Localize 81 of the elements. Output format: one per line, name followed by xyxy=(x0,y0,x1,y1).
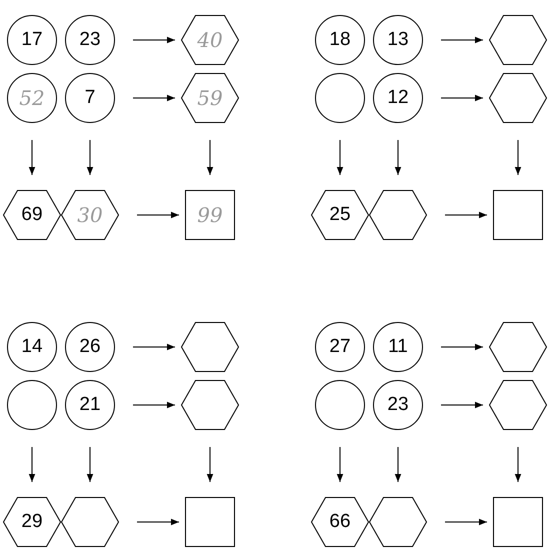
number-hexagon xyxy=(181,322,239,372)
number-text: 23 xyxy=(387,394,409,416)
arrow xyxy=(394,140,402,176)
number-circle xyxy=(7,380,57,430)
number-hexagon xyxy=(61,497,119,547)
number-hexagon xyxy=(3,497,61,547)
arrow xyxy=(440,94,484,102)
number-hexagon xyxy=(369,497,427,547)
number-text: 17 xyxy=(21,29,43,51)
number-hexagon xyxy=(311,497,369,547)
number-circle xyxy=(65,322,115,372)
number-circle xyxy=(315,322,365,372)
number-circle xyxy=(7,322,57,372)
arrow xyxy=(28,446,36,482)
number-circle xyxy=(65,73,115,123)
answer-square xyxy=(493,497,543,547)
number-circle xyxy=(315,380,365,430)
arrow xyxy=(136,518,180,526)
arrow xyxy=(28,140,36,176)
arrow xyxy=(444,212,488,218)
arrow xyxy=(440,402,484,408)
number-text: 7 xyxy=(84,87,96,109)
number-hexagon xyxy=(181,15,239,65)
number-text: 27 xyxy=(329,336,351,358)
number-hexagon xyxy=(369,190,427,240)
number-text: 18 xyxy=(329,29,351,51)
number-circle xyxy=(373,322,423,372)
number-text: 12 xyxy=(387,87,409,109)
arrow xyxy=(132,402,176,408)
arrow xyxy=(136,212,180,218)
number-hexagon xyxy=(181,380,239,430)
arrow xyxy=(206,140,214,176)
number-text: 30 xyxy=(77,203,103,227)
number-hexagon xyxy=(489,73,547,123)
number-hexagon xyxy=(489,322,547,372)
number-circle xyxy=(7,73,57,123)
arrow xyxy=(394,446,402,482)
number-circle xyxy=(373,380,423,430)
number-text: 52 xyxy=(19,86,45,110)
arrow xyxy=(336,446,344,482)
number-text: 14 xyxy=(21,336,43,358)
arrow xyxy=(440,344,484,350)
number-text: 11 xyxy=(388,336,408,358)
number-circle xyxy=(7,15,57,65)
number-text: 69 xyxy=(21,204,43,226)
number-text: 99 xyxy=(197,203,223,227)
number-circle xyxy=(373,15,423,65)
number-hexagon xyxy=(311,190,369,240)
number-hexagon xyxy=(3,190,61,240)
arrow xyxy=(336,140,344,176)
number-hexagon xyxy=(489,15,547,65)
arrow xyxy=(206,446,214,482)
number-circle xyxy=(65,15,115,65)
number-text: 25 xyxy=(329,204,351,226)
number-text: 40 xyxy=(197,28,223,52)
arrow xyxy=(440,36,484,44)
number-text: 21 xyxy=(79,394,101,416)
number-circle xyxy=(373,73,423,123)
number-circle xyxy=(65,380,115,430)
answer-square xyxy=(185,497,235,547)
number-hexagon xyxy=(181,73,239,123)
number-text: 26 xyxy=(79,336,101,358)
number-text: 13 xyxy=(387,29,409,51)
arrow xyxy=(514,446,522,482)
answer-square xyxy=(185,190,235,240)
number-text: 66 xyxy=(329,511,351,533)
number-circle xyxy=(315,73,365,123)
arrow xyxy=(86,140,94,176)
arrow xyxy=(132,94,176,102)
answer-square xyxy=(493,190,543,240)
arrow xyxy=(444,518,488,526)
number-circle xyxy=(315,15,365,65)
number-text: 23 xyxy=(79,29,101,51)
arrow xyxy=(132,344,176,350)
arrow xyxy=(514,140,522,176)
arrow xyxy=(132,36,176,44)
number-hexagon xyxy=(489,380,547,430)
arrow xyxy=(86,446,94,482)
number-hexagon xyxy=(61,190,119,240)
number-text: 59 xyxy=(197,86,223,110)
number-text: 29 xyxy=(21,511,43,533)
